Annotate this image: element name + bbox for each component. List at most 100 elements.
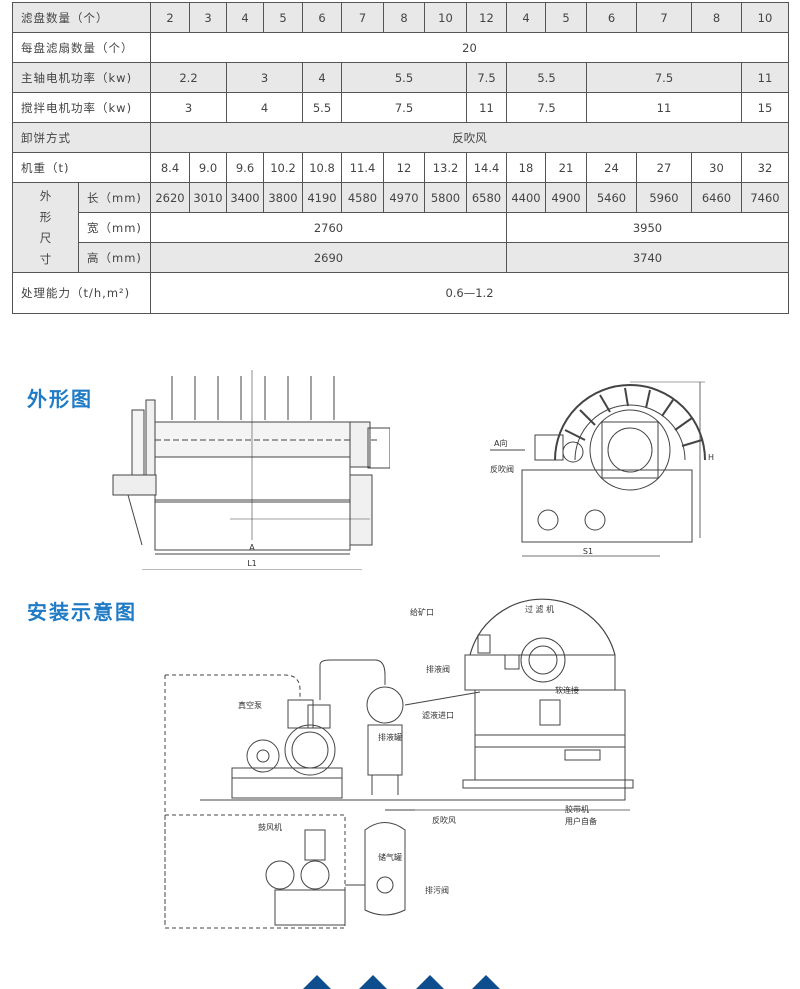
valve-label: 反吹阀 xyxy=(490,464,514,474)
conveyor-label: 胶带机 xyxy=(565,804,589,814)
cell: 4580 xyxy=(341,182,384,213)
cell: 27 xyxy=(636,152,692,183)
cell: 3010 xyxy=(189,182,227,213)
cell: 3 xyxy=(189,2,227,33)
cell: 30 xyxy=(691,152,742,183)
row-label: 主轴电机功率（kw) xyxy=(12,62,151,93)
filter-label: 过 滤 机 xyxy=(525,604,554,614)
cell: 11 xyxy=(586,92,742,123)
cell: 8.4 xyxy=(150,152,190,183)
cell: 10.8 xyxy=(302,152,342,183)
filter-sectors xyxy=(564,387,703,447)
cell: 4 xyxy=(226,92,303,123)
cell: 10 xyxy=(741,2,789,33)
blower-label: 鼓风机 xyxy=(258,822,282,832)
row-width: 宽（mm) 2760 3950 xyxy=(13,212,789,243)
row-main-motor: 主轴电机功率（kw) 2.2 3 4 5.5 7.5 5.5 7.5 11 xyxy=(12,62,789,93)
cell: 2 xyxy=(150,2,190,33)
installation-diagram: 给矿口 过 滤 机 排液阀 软连接 滤液进口 真空泵 排液罐 鼓风机 储气罐 反… xyxy=(164,598,634,929)
cell: 5960 xyxy=(636,182,692,213)
cell: 4190 xyxy=(302,182,342,213)
row-disc-count: 滤盘数量（个） 2 3 4 5 6 7 8 10 12 4 5 6 7 8 10 xyxy=(12,2,789,33)
cell: 9.0 xyxy=(189,152,227,183)
dim-a-label: A xyxy=(249,543,255,552)
group-char: 尺 xyxy=(39,230,52,245)
cell: 7 xyxy=(636,2,692,33)
group-char: 外 xyxy=(39,188,52,203)
installation-diagram-title: 安装示意图 xyxy=(27,600,137,624)
front-view-drawing: A L1 xyxy=(112,370,390,570)
cell: 14.4 xyxy=(466,152,507,183)
row-weight: 机重（t) 8.4 9.0 9.6 10.2 10.8 11.4 12 13.2… xyxy=(12,152,789,183)
cell: 4 xyxy=(302,62,342,93)
nav-arrow-icon[interactable] xyxy=(359,975,387,989)
row-label: 滤盘数量（个） xyxy=(12,2,151,33)
cell: 11.4 xyxy=(341,152,384,183)
soft-joint-label: 软连接 xyxy=(555,685,579,695)
cell: 7.5 xyxy=(586,62,742,93)
drain-valve-label: 排液阀 xyxy=(426,664,450,674)
filter-disc-rods xyxy=(171,376,335,420)
cell: 9.6 xyxy=(226,152,264,183)
cell: 18 xyxy=(506,152,546,183)
cell: 20 xyxy=(150,32,789,63)
cell: 12 xyxy=(383,152,425,183)
cell: 5.5 xyxy=(302,92,342,123)
cell: 24 xyxy=(586,152,637,183)
row-agitator-motor: 搅拌电机功率（kw) 3 4 5.5 7.5 11 7.5 11 15 xyxy=(12,92,789,123)
side-view-drawing: A向 反吹阀 S1 H xyxy=(490,381,714,557)
row-sectors: 每盘滤扇数量（个） 20 xyxy=(12,32,789,63)
cell: 3950 xyxy=(506,212,789,243)
row-label: 处理能力（t/h,m²) xyxy=(12,272,151,314)
row-capacity: 处理能力（t/h,m²) 0.6—1.2 xyxy=(12,272,789,314)
cell: 2620 xyxy=(150,182,190,213)
cell: 3400 xyxy=(226,182,264,213)
spec-table: 滤盘数量（个） 2 3 4 5 6 7 8 10 12 4 5 6 7 8 10… xyxy=(12,2,789,314)
nav-arrow-icon[interactable] xyxy=(472,975,500,989)
cell: 6 xyxy=(586,2,637,33)
cell: 5460 xyxy=(586,182,637,213)
cell: 6580 xyxy=(466,182,507,213)
nav-arrow-icon[interactable] xyxy=(416,975,444,989)
cell: 32 xyxy=(741,152,789,183)
cell: 6 xyxy=(302,2,342,33)
cell: 2690 xyxy=(150,242,507,273)
cell: 4900 xyxy=(545,182,587,213)
row-label: 机重（t) xyxy=(12,152,151,183)
feed-port-label: 给矿口 xyxy=(410,607,434,617)
cell: 8 xyxy=(383,2,425,33)
nav-arrow-icon[interactable] xyxy=(303,975,331,989)
cell: 21 xyxy=(545,152,587,183)
sewage-valve-label: 排污阀 xyxy=(425,885,449,895)
cell: 7.5 xyxy=(466,62,507,93)
drain-tank-label: 排液罐 xyxy=(378,732,402,742)
user-supplied-label: 用户自备 xyxy=(565,816,597,826)
cell: 5.5 xyxy=(341,62,467,93)
cell: 12 xyxy=(466,2,507,33)
group-char: 寸 xyxy=(39,251,52,266)
cell: 8 xyxy=(691,2,742,33)
cell: 3 xyxy=(150,92,227,123)
cell: 7.5 xyxy=(506,92,587,123)
row-height: 高（mm) 2690 3740 xyxy=(13,242,789,273)
cell: 15 xyxy=(741,92,789,123)
cell: 7.5 xyxy=(341,92,467,123)
row-label: 卸饼方式 xyxy=(12,122,151,153)
dim-l1-label: L1 xyxy=(247,559,257,568)
group-char: 形 xyxy=(39,209,52,224)
cell: 2760 xyxy=(150,212,507,243)
filtrate-inlet-label: 滤液进口 xyxy=(422,710,454,720)
row-label: 搅拌电机功率（kw) xyxy=(12,92,151,123)
cell: 5.5 xyxy=(506,62,587,93)
cell: 6460 xyxy=(691,182,742,213)
cell: 4 xyxy=(506,2,546,33)
cell: 7 xyxy=(341,2,384,33)
cell: 4 xyxy=(226,2,264,33)
row-label: 宽（mm) xyxy=(78,212,151,243)
cell: 10 xyxy=(424,2,467,33)
outline-drawing-title: 外形图 xyxy=(27,387,93,411)
cell: 3740 xyxy=(506,242,789,273)
row-discharge: 卸饼方式 反吹风 xyxy=(12,122,789,153)
cell: 11 xyxy=(741,62,789,93)
cell: 2.2 xyxy=(150,62,227,93)
